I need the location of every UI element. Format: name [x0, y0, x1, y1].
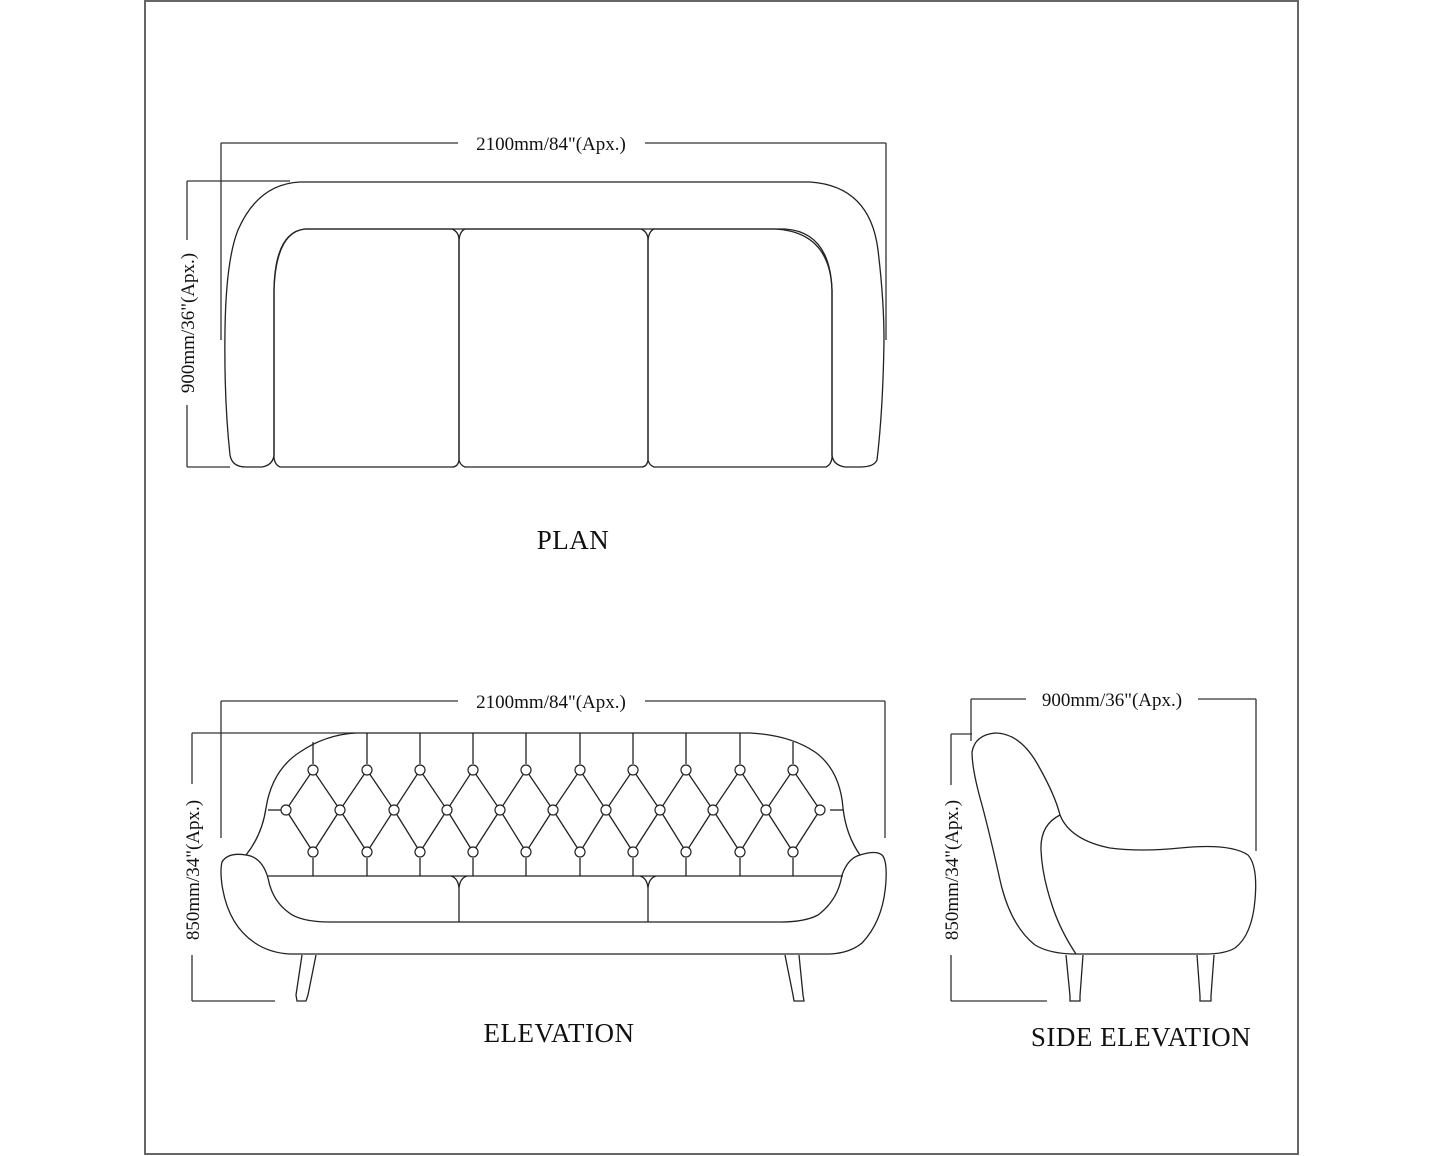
side-height-label: 850mm/34"(Apx.): [942, 800, 963, 940]
plan-view: 2100mm/84"(Apx.) 900mm/36"(Apx.) PLAN: [178, 134, 887, 555]
side-depth-label: 900mm/36"(Apx.): [1042, 690, 1182, 711]
plan-cushion-center: [458, 228, 649, 468]
side-height-dimension: 850mm/34"(Apx.): [942, 733, 1047, 1002]
plan-sofa-outline: [224, 181, 885, 468]
elevation-height-label: 850mm/34"(Apx.): [183, 800, 204, 940]
elevation-backrest-outline: [245, 732, 861, 856]
side-backrest-outline: [971, 732, 1077, 955]
elevation-cushion-divider-left: [450, 875, 468, 889]
elevation-width-label: 2100mm/84"(Apx.): [476, 692, 626, 713]
plan-cushion-right: [647, 228, 833, 468]
elevation-leg-right: [784, 954, 805, 1002]
front-elevation-view: 2100mm/84"(Apx.) 850mm/34"(Apx.): [183, 692, 887, 1048]
side-leg-back: [1196, 954, 1215, 1002]
elevation-leg-left: [295, 954, 317, 1002]
elevation-cushion-divider-right: [639, 875, 657, 889]
side-leg-front: [1065, 954, 1084, 1002]
plan-width-dimension: 2100mm/84"(Apx.): [220, 134, 887, 340]
elevation-tufting-pattern: [268, 733, 843, 876]
plan-depth-dimension: 900mm/36"(Apx.): [178, 180, 290, 468]
elevation-height-dimension: 850mm/34"(Apx.): [183, 732, 355, 1002]
side-elevation-title: SIDE ELEVATION: [1031, 1022, 1251, 1052]
elevation-width-dimension: 2100mm/84"(Apx.): [220, 692, 886, 838]
side-depth-dimension: 900mm/36"(Apx.): [970, 690, 1257, 851]
drawing-frame: [144, 0, 1299, 1155]
plan-width-label: 2100mm/84"(Apx.): [476, 134, 626, 155]
elevation-title: ELEVATION: [484, 1018, 635, 1048]
side-elevation-view: 900mm/36"(Apx.) 850mm/34"(Apx.) SIDE ELE…: [942, 690, 1257, 1052]
elevation-sofa-body: [220, 851, 887, 955]
plan-title: PLAN: [537, 525, 610, 555]
side-seat-outline: [1040, 814, 1257, 955]
plan-cushion-left: [273, 228, 460, 468]
plan-depth-label: 900mm/36"(Apx.): [178, 253, 199, 393]
